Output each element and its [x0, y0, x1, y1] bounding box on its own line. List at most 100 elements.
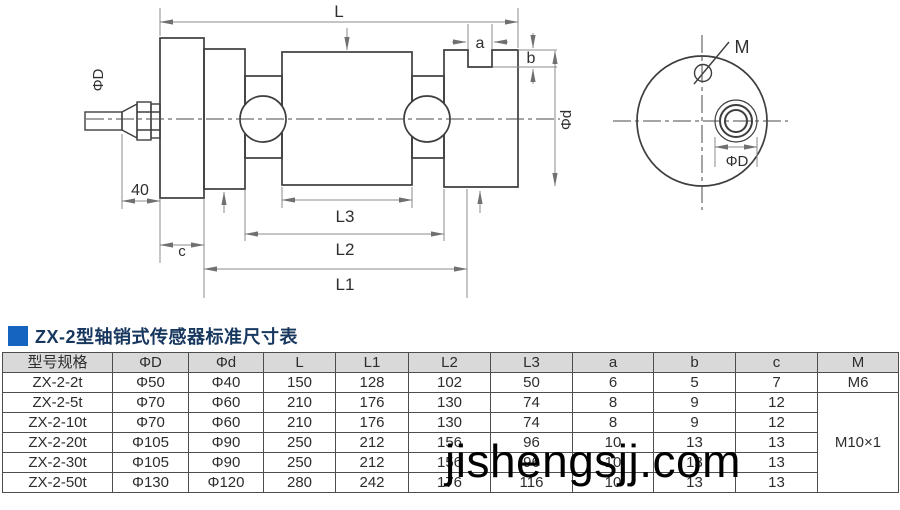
dim-label-40: 40 [131, 182, 149, 199]
column-header: L [263, 352, 336, 373]
table-cell: 128 [335, 372, 409, 393]
thread-hole-M [693, 63, 713, 83]
dim-label-a: a [476, 35, 485, 52]
table-cell: Φ70 [112, 392, 189, 413]
table-cell: Φ60 [188, 392, 264, 413]
dimension-lines [121, 8, 558, 298]
column-header: a [572, 352, 654, 373]
dim-label-phi-d: Φd [558, 110, 575, 130]
dim-label-L2: L2 [336, 240, 355, 259]
m-cell-merged: M10×1 [817, 392, 899, 493]
table-cell: 212 [335, 432, 409, 453]
table-cell: Φ130 [112, 472, 189, 493]
table-cell: 6 [572, 372, 654, 393]
table-cell: 96 [490, 452, 573, 473]
section-title-text: ZX-2型轴销式传感器标准尺寸表 [35, 327, 299, 347]
table-cell: 242 [335, 472, 409, 493]
table-cell: 8 [572, 392, 654, 413]
table-cell: 10 [572, 432, 654, 453]
dim-label-phi-D-left: ΦD [90, 68, 107, 91]
table-cell: Φ40 [188, 372, 264, 393]
table-cell: 176 [335, 392, 409, 413]
end-view-dimensions [714, 137, 758, 167]
table-cell: 13 [735, 452, 818, 473]
side-view: L a b Φd ΦD 40 c L3 L2 L1 [84, 2, 575, 298]
table-cell: 212 [335, 452, 409, 473]
table-cell: ZX-2-50t [2, 472, 113, 493]
column-header: Φd [188, 352, 264, 373]
table-cell: 130 [408, 412, 491, 433]
table-cell: Φ90 [188, 432, 264, 453]
table-cell: 150 [263, 372, 336, 393]
table-cell: ZX-2-20t [2, 432, 113, 453]
dim-label-M: M [735, 37, 750, 57]
table-cell: 8 [572, 412, 654, 433]
sensor-body [159, 37, 519, 199]
watermark: jishengsjj.com [445, 435, 741, 487]
table-cell: 12 [735, 392, 818, 413]
table-cell: 156 [408, 452, 491, 473]
table-cell: Φ50 [112, 372, 189, 393]
table-cell: 74 [490, 412, 573, 433]
table-cell: 7 [735, 372, 818, 393]
title-bullet-square [8, 326, 28, 346]
column-header: 型号规格 [2, 352, 113, 373]
table-cell: 250 [263, 432, 336, 453]
table-cell: ZX-2-5t [2, 392, 113, 413]
table-cell: Φ70 [112, 412, 189, 433]
section-title: ZX-2型轴销式传感器标准尺寸表 [8, 323, 298, 349]
table-cell: 280 [263, 472, 336, 493]
table-cell: 10 [572, 472, 654, 493]
column-header: L1 [335, 352, 409, 373]
table-cell: 130 [408, 392, 491, 413]
column-header: M [817, 352, 899, 373]
dim-label-c: c [178, 243, 186, 260]
table-cell: 116 [490, 472, 573, 493]
dim-label-L1: L1 [336, 275, 355, 294]
dim-label-L: L [334, 2, 343, 21]
table-cell: 210 [263, 412, 336, 433]
table-cell: 9 [653, 412, 736, 433]
leader-line-M [693, 41, 730, 85]
column-header: b [653, 352, 736, 373]
table-cell: Φ60 [188, 412, 264, 433]
table-cell: 13 [653, 472, 736, 493]
table-cell: ZX-2-10t [2, 412, 113, 433]
table-cell: 250 [263, 452, 336, 473]
m-cell-first: M6 [817, 372, 899, 393]
table-cell: 176 [335, 412, 409, 433]
table-cell: Φ105 [112, 432, 189, 453]
table-cell: Φ105 [112, 452, 189, 473]
column-header: L2 [408, 352, 491, 373]
table-cell: 102 [408, 372, 491, 393]
end-view: M ΦD [613, 35, 788, 210]
table-cell: 5 [653, 372, 736, 393]
column-header: L3 [490, 352, 573, 373]
table-cell: 176 [408, 472, 491, 493]
table-cell: 50 [490, 372, 573, 393]
table-cell: 9 [653, 392, 736, 413]
table-cell: Φ90 [188, 452, 264, 473]
dim-label-phi-D-end: ΦD [726, 153, 749, 170]
column-header: c [735, 352, 818, 373]
table-cell: 12 [735, 412, 818, 433]
table-cell: 13 [653, 452, 736, 473]
table-cell: 13 [735, 432, 818, 453]
table-cell: 210 [263, 392, 336, 413]
column-header: ΦD [112, 352, 189, 373]
table-cell: 13 [735, 472, 818, 493]
dim-label-L3: L3 [336, 207, 355, 226]
table-cell: ZX-2-2t [2, 372, 113, 393]
table-cell: Φ120 [188, 472, 264, 493]
dim-label-b: b [527, 50, 536, 67]
table-cell: ZX-2-30t [2, 452, 113, 473]
